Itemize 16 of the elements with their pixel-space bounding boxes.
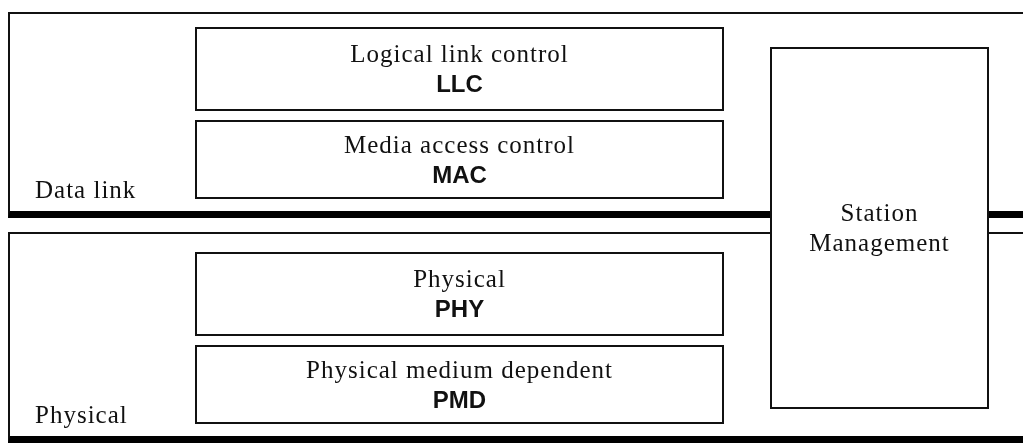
layer-name: Logical link control — [350, 39, 569, 69]
layer-abbreviation: LLC — [436, 69, 483, 99]
layer-abbreviation: MAC — [432, 159, 487, 190]
layer-box — [195, 120, 724, 199]
layer-box — [195, 345, 724, 424]
layer-name: Physical — [413, 264, 506, 294]
layer-box — [195, 252, 724, 336]
layer-name: Physical medium dependent — [306, 354, 613, 385]
layer-abbreviation: PHY — [434, 294, 485, 324]
layer-abbreviation: PMD — [432, 384, 487, 415]
layer-label: Physical — [35, 400, 128, 430]
layer-name: Station Management — [808, 198, 951, 258]
layer-name: Media access control — [344, 129, 575, 160]
layer-box — [195, 27, 724, 111]
layer-label: Data link — [35, 175, 137, 205]
layer-box — [770, 47, 989, 409]
